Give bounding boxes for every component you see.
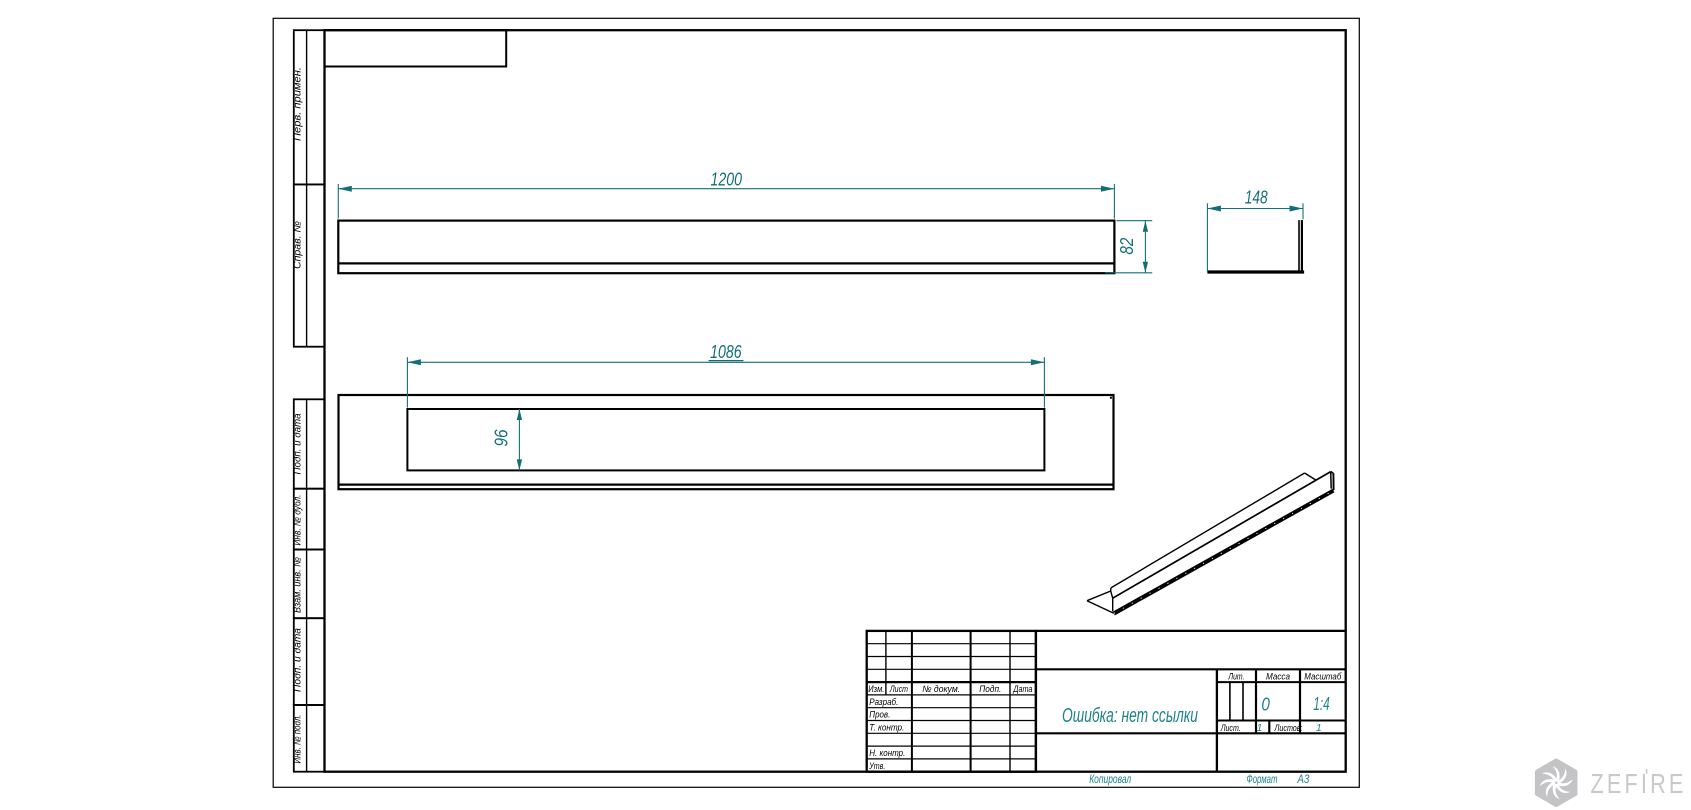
svg-text:Инв. № подл.: Инв. № подл. [293, 715, 304, 764]
svg-text:Взам. инв. №: Взам. инв. № [293, 557, 304, 613]
svg-text:1086: 1086 [710, 342, 742, 362]
svg-text:Подп. и дата: Подп. и дата [293, 628, 304, 692]
svg-text:Пров.: Пров. [869, 710, 890, 720]
svg-text:148: 148 [1245, 188, 1269, 208]
svg-text:1: 1 [1256, 722, 1262, 734]
svg-text:№ докум.: № докум. [922, 684, 960, 694]
svg-text:82: 82 [1117, 238, 1137, 255]
svg-text:Изм.: Изм. [868, 684, 884, 694]
svg-text:1:4: 1:4 [1313, 693, 1330, 714]
svg-text:Подп. и дата: Подп. и дата [293, 413, 304, 474]
svg-text:ZEFIRE: ZEFIRE [1591, 768, 1687, 799]
svg-text:Лист.: Лист. [1220, 723, 1241, 733]
svg-text:Справ. №: Справ. № [293, 221, 304, 269]
svg-text:Т. контр.: Т. контр. [869, 722, 904, 732]
svg-text:0: 0 [1261, 693, 1270, 714]
svg-text:Масса: Масса [1266, 672, 1290, 682]
svg-text:Копировал: Копировал [1089, 774, 1131, 786]
svg-text:Подп.: Подп. [979, 684, 1001, 694]
svg-text:1: 1 [1316, 722, 1322, 734]
svg-text:Ошибка: нет ссылки: Ошибка: нет ссылки [1062, 704, 1198, 727]
svg-text:Формат: Формат [1247, 774, 1278, 786]
svg-text:Масштаб: Масштаб [1304, 672, 1342, 682]
svg-text:Листов:: Листов: [1274, 723, 1303, 733]
svg-text:А3: А3 [1297, 774, 1310, 786]
svg-text:Инв. № дубл.: Инв. № дубл. [292, 495, 304, 546]
svg-text:Утв.: Утв. [869, 761, 886, 771]
svg-text:Дата: Дата [1013, 684, 1033, 694]
svg-text:Разраб.: Разраб. [869, 697, 898, 707]
svg-text:Лист: Лист [889, 684, 908, 694]
svg-text:Перв. примен.: Перв. примен. [293, 67, 304, 141]
svg-text:Н. контр.: Н. контр. [869, 748, 905, 758]
svg-text:1200: 1200 [711, 170, 743, 190]
svg-text:Лит.: Лит. [1228, 672, 1245, 682]
svg-text:96: 96 [492, 429, 512, 447]
